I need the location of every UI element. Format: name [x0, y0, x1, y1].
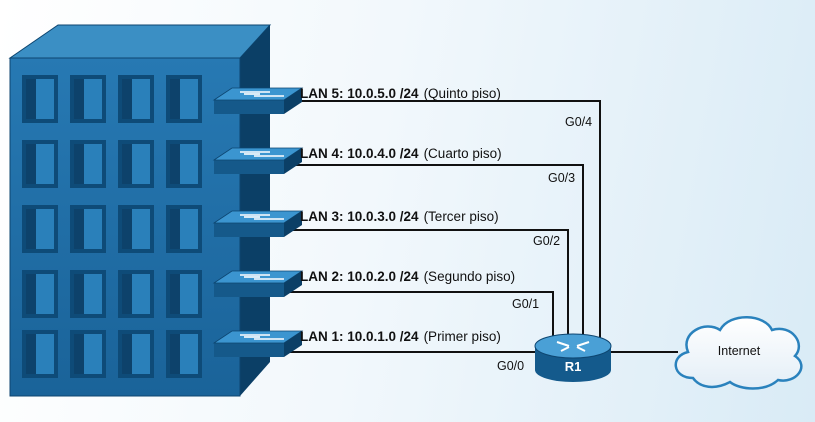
- lan-switch: [212, 270, 304, 297]
- lan-label: LAN 4: 10.0.4.0 /24 (Cuarto piso): [300, 146, 502, 161]
- cloud-icon: [674, 316, 803, 390]
- building-window: [70, 205, 106, 253]
- lan-switch: [212, 210, 304, 237]
- lan-floor: (Cuarto piso): [424, 146, 502, 161]
- router-arrows-icon: [556, 341, 590, 352]
- lan-name: LAN 2: 10.0.2.0 /24: [300, 269, 419, 284]
- link-line: [286, 100, 601, 350]
- lan-label: LAN 2: 10.0.2.0 /24 (Segundo piso): [300, 269, 515, 284]
- port-label: G0/0: [497, 359, 524, 373]
- switch-arrows-icon: [240, 91, 284, 97]
- switches: [212, 87, 304, 357]
- lan-label: LAN 5: 10.0.5.0 /24 (Quinto piso): [300, 86, 501, 101]
- building-window: [166, 75, 202, 123]
- lan-name: LAN 1: 10.0.1.0 /24: [300, 329, 419, 344]
- building-window: [70, 75, 106, 123]
- building-window: [22, 205, 58, 253]
- switch-arrows-icon: [240, 151, 284, 157]
- router-top: [534, 333, 612, 359]
- lan-label: LAN 1: 10.0.1.0 /24 (Primer piso): [300, 329, 501, 344]
- router-label: R1: [565, 359, 582, 374]
- cloud-label: Internet: [718, 344, 761, 358]
- lan-name: LAN 5: 10.0.5.0 /24: [300, 86, 419, 101]
- link-line: [286, 229, 569, 350]
- lan-floor: (Segundo piso): [424, 269, 516, 284]
- port-label: G0/4: [565, 115, 592, 129]
- switch-arrows-icon: [240, 214, 284, 220]
- building-window: [166, 270, 202, 318]
- link-line: [286, 291, 554, 350]
- internet-cloud: Internet: [674, 316, 803, 390]
- lan-switch: [212, 330, 304, 357]
- port-label: G0/1: [512, 297, 539, 311]
- building-window: [22, 75, 58, 123]
- building-top: [8, 24, 272, 59]
- building-window: [70, 140, 106, 188]
- building-window: [118, 205, 154, 253]
- router-r1: R1: [534, 333, 612, 382]
- building-window: [166, 140, 202, 188]
- building: [8, 24, 272, 397]
- building-window: [118, 330, 154, 378]
- links: [286, 100, 678, 353]
- link-line: [286, 164, 584, 350]
- switch-arrows-icon: [240, 334, 284, 340]
- building-windows: [22, 75, 202, 378]
- building-window: [166, 205, 202, 253]
- building-window: [118, 270, 154, 318]
- lan-label: LAN 3: 10.0.3.0 /24 (Tercer piso): [300, 209, 499, 224]
- lan-name: LAN 4: 10.0.4.0 /24: [300, 146, 419, 161]
- building-window: [22, 140, 58, 188]
- port-label: G0/2: [533, 234, 560, 248]
- lan-name: LAN 3: 10.0.3.0 /24: [300, 209, 419, 224]
- switch-arrows-icon: [240, 274, 284, 280]
- lan-labels: LAN 5: 10.0.5.0 /24(Quinto piso)G0/4LAN …: [300, 86, 592, 373]
- building-window: [118, 75, 154, 123]
- building-window: [70, 270, 106, 318]
- lan-switch: [212, 87, 304, 114]
- building-side: [240, 25, 270, 396]
- lan-floor: (Tercer piso): [424, 209, 499, 224]
- building-window: [22, 330, 58, 378]
- building-window: [166, 330, 202, 378]
- building-window: [118, 140, 154, 188]
- lan-switch: [212, 147, 304, 174]
- building-window: [22, 270, 58, 318]
- port-label: G0/3: [548, 171, 575, 185]
- lan-floor: (Primer piso): [424, 329, 501, 344]
- building-window: [70, 330, 106, 378]
- lan-floor: (Quinto piso): [424, 86, 501, 101]
